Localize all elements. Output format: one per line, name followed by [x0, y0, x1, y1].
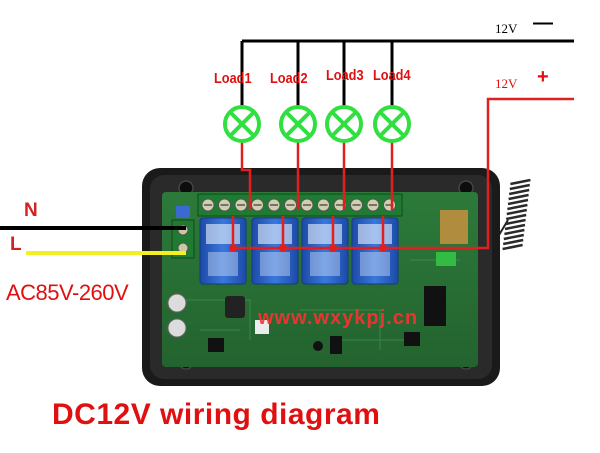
watermark: www.wxykpj.cn: [258, 307, 419, 329]
load-label-1: Load1: [214, 70, 252, 87]
diagram-caption: DC12V wiring diagram: [52, 398, 381, 431]
load-lamps: [223, 105, 411, 143]
relay: [199, 217, 247, 285]
positive-sign: +: [537, 66, 549, 88]
load-pos-wire: [240, 142, 252, 210]
lamp-icon: [223, 105, 261, 143]
terminal-block: [197, 193, 403, 217]
components: [167, 210, 468, 354]
antenna-coil: [489, 178, 531, 251]
load-label-2: Load2: [270, 70, 308, 87]
relay: [251, 217, 299, 285]
lamp-icon: [279, 105, 317, 143]
wiring: [0, 39, 574, 255]
neutral-label: N: [24, 200, 38, 221]
lamp-icon: [373, 105, 411, 143]
positive-wire: [482, 97, 574, 250]
relay: [351, 217, 399, 285]
lamp-icon: [325, 105, 363, 143]
load-label-4: Load4: [373, 67, 411, 84]
voltage-range-label: AC85V-260V: [6, 280, 129, 305]
load-label-3: Load3: [326, 67, 364, 84]
positive-supply-label: 12V: [495, 76, 518, 91]
relays: [199, 217, 399, 285]
live-label: L: [10, 234, 22, 255]
relay: [301, 217, 349, 285]
negative-supply-label: 12V: [495, 21, 518, 36]
negative-sign: —: [533, 12, 553, 34]
